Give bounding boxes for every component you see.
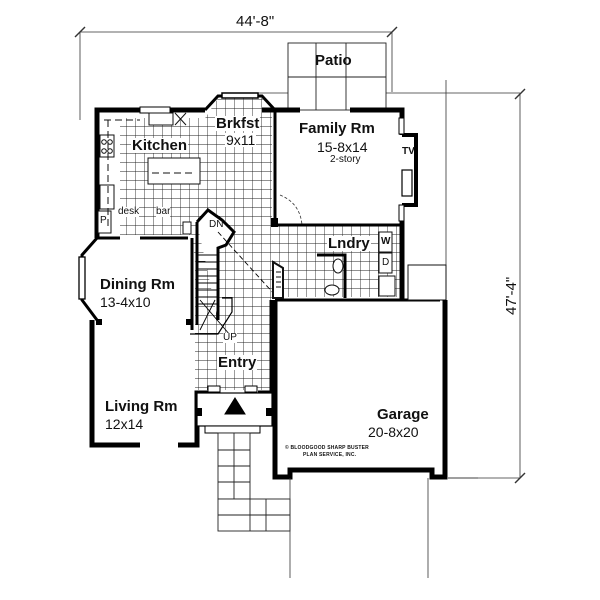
stairs-down-label: DN [209, 219, 224, 230]
tv-label: TV [402, 146, 415, 157]
dining-room-label: Dining Rm [100, 276, 175, 293]
fireplace-bump [398, 117, 418, 222]
walkway [217, 432, 291, 532]
family-room-dims: 15-8x14 [317, 139, 368, 155]
patio-label: Patio [315, 52, 352, 69]
laundry-fixtures [272, 231, 447, 301]
kitchen-cabinets [97, 112, 201, 235]
staircase [190, 208, 276, 336]
family-room-note: 2-story [330, 154, 361, 165]
copyright-line-1: © BLOODGOOD SHARP BUSTER [285, 445, 369, 451]
family-room-label: Family Rm [299, 120, 375, 137]
family-room-floor [280, 112, 398, 226]
garage-dims: 20-8x20 [368, 424, 419, 440]
copyright-line-2: PLAN SERVICE, INC. [303, 452, 357, 458]
garage [272, 300, 478, 578]
patio [287, 42, 387, 111]
stairs-up-label: UP [223, 332, 237, 343]
pantry-label: P [100, 215, 107, 226]
kitchen-label: Kitchen [131, 137, 189, 154]
brkfst-dims: 9x11 [225, 132, 257, 148]
overall-depth-dimension: 47'-4" [503, 276, 520, 315]
kitchen-window [139, 106, 171, 114]
breakfast-bay [203, 92, 277, 112]
dining-living-floor [97, 238, 192, 390]
dining-room-dims: 13-4x10 [100, 294, 151, 310]
garage-label: Garage [377, 406, 429, 423]
laundry-label: Lndry [327, 235, 371, 252]
living-room-label: Living Rm [105, 398, 178, 415]
columns [96, 218, 278, 416]
dryer-label: D [382, 257, 390, 268]
door-swing [279, 194, 303, 226]
bar-label: bar [156, 206, 171, 217]
brkfst-label: Brkfst [215, 115, 261, 132]
washer-label: W [381, 236, 391, 247]
desk-label: desk [118, 206, 140, 217]
dining-bay [78, 237, 99, 321]
entry-label: Entry [217, 354, 258, 371]
overall-width-dimension: 44'-8" [236, 13, 275, 30]
living-room-dims: 12x14 [105, 416, 144, 432]
entry-porch [196, 385, 273, 434]
